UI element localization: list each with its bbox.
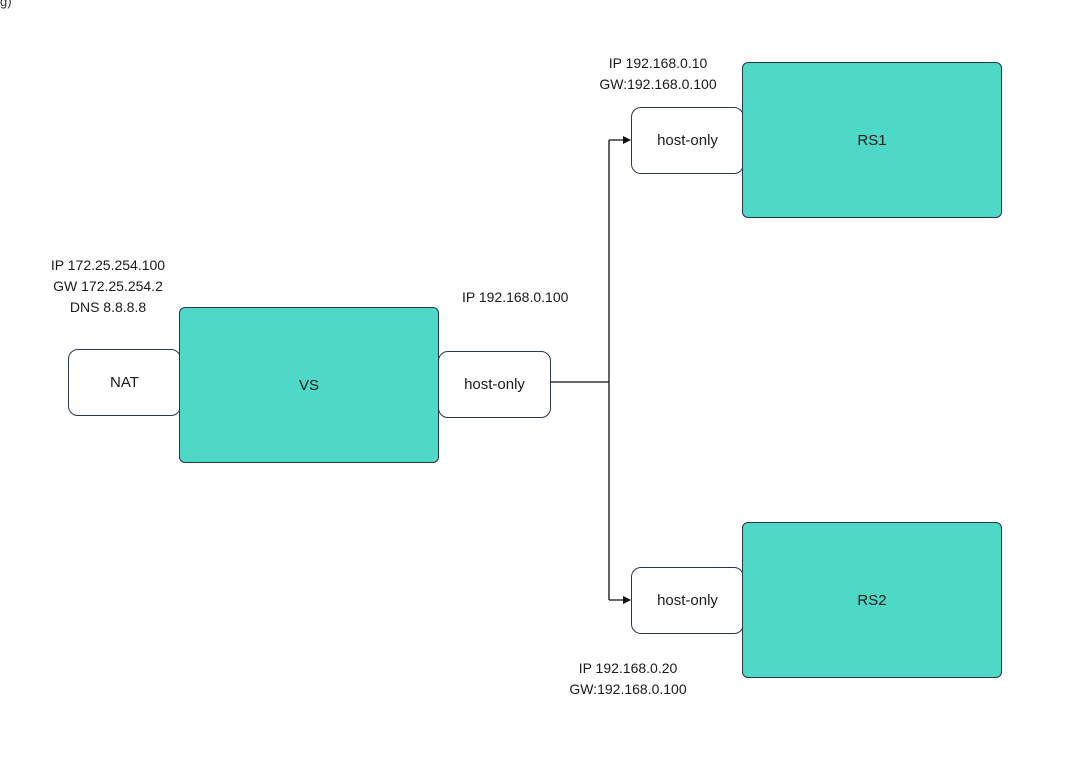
vs-port-ip-text: IP 192.168.0.100 xyxy=(462,289,569,305)
nat-adapter: NAT xyxy=(68,349,181,416)
rs1-host-only-label: host-only xyxy=(657,132,718,149)
rs2-gw-text: GW:192.168.0.100 xyxy=(569,681,687,697)
vs-server: VS xyxy=(179,307,439,463)
rs2-host-only-label: host-only xyxy=(657,592,718,609)
vs-host-only-label: host-only xyxy=(464,376,525,393)
nat-gw-text: GW 172.25.254.2 xyxy=(53,278,163,294)
vs-port-info-label: IP 192.168.0.100 xyxy=(462,287,568,308)
rs2-host-only-adapter: host-only xyxy=(631,567,744,634)
rs1-info-label: IP 192.168.0.10 GW:192.168.0.100 xyxy=(578,53,738,95)
vs-label: VS xyxy=(298,376,319,394)
corner-text-fragment: g) xyxy=(0,0,12,9)
rs1-gw-text: GW:192.168.0.100 xyxy=(599,76,717,92)
nat-dns-text: DNS 8.8.8.8 xyxy=(69,299,147,315)
nat-label: NAT xyxy=(110,374,139,391)
vs-host-only-adapter: host-only xyxy=(438,351,551,418)
rs1-label: RS1 xyxy=(857,131,887,149)
nat-ip-text: IP 172.25.254.100 xyxy=(50,257,166,273)
rs1-server: RS1 xyxy=(742,62,1002,218)
rs2-info-label: IP 192.168.0.20 GW:192.168.0.100 xyxy=(548,658,708,700)
rs2-ip-text: IP 192.168.0.20 xyxy=(578,660,678,676)
rs1-ip-text: IP 192.168.0.10 xyxy=(608,55,708,71)
rs1-host-only-adapter: host-only xyxy=(631,107,744,174)
rs2-server: RS2 xyxy=(742,522,1002,678)
nat-info-label: IP 172.25.254.100 GW 172.25.254.2 DNS 8.… xyxy=(38,255,178,318)
rs2-label: RS2 xyxy=(857,591,887,609)
